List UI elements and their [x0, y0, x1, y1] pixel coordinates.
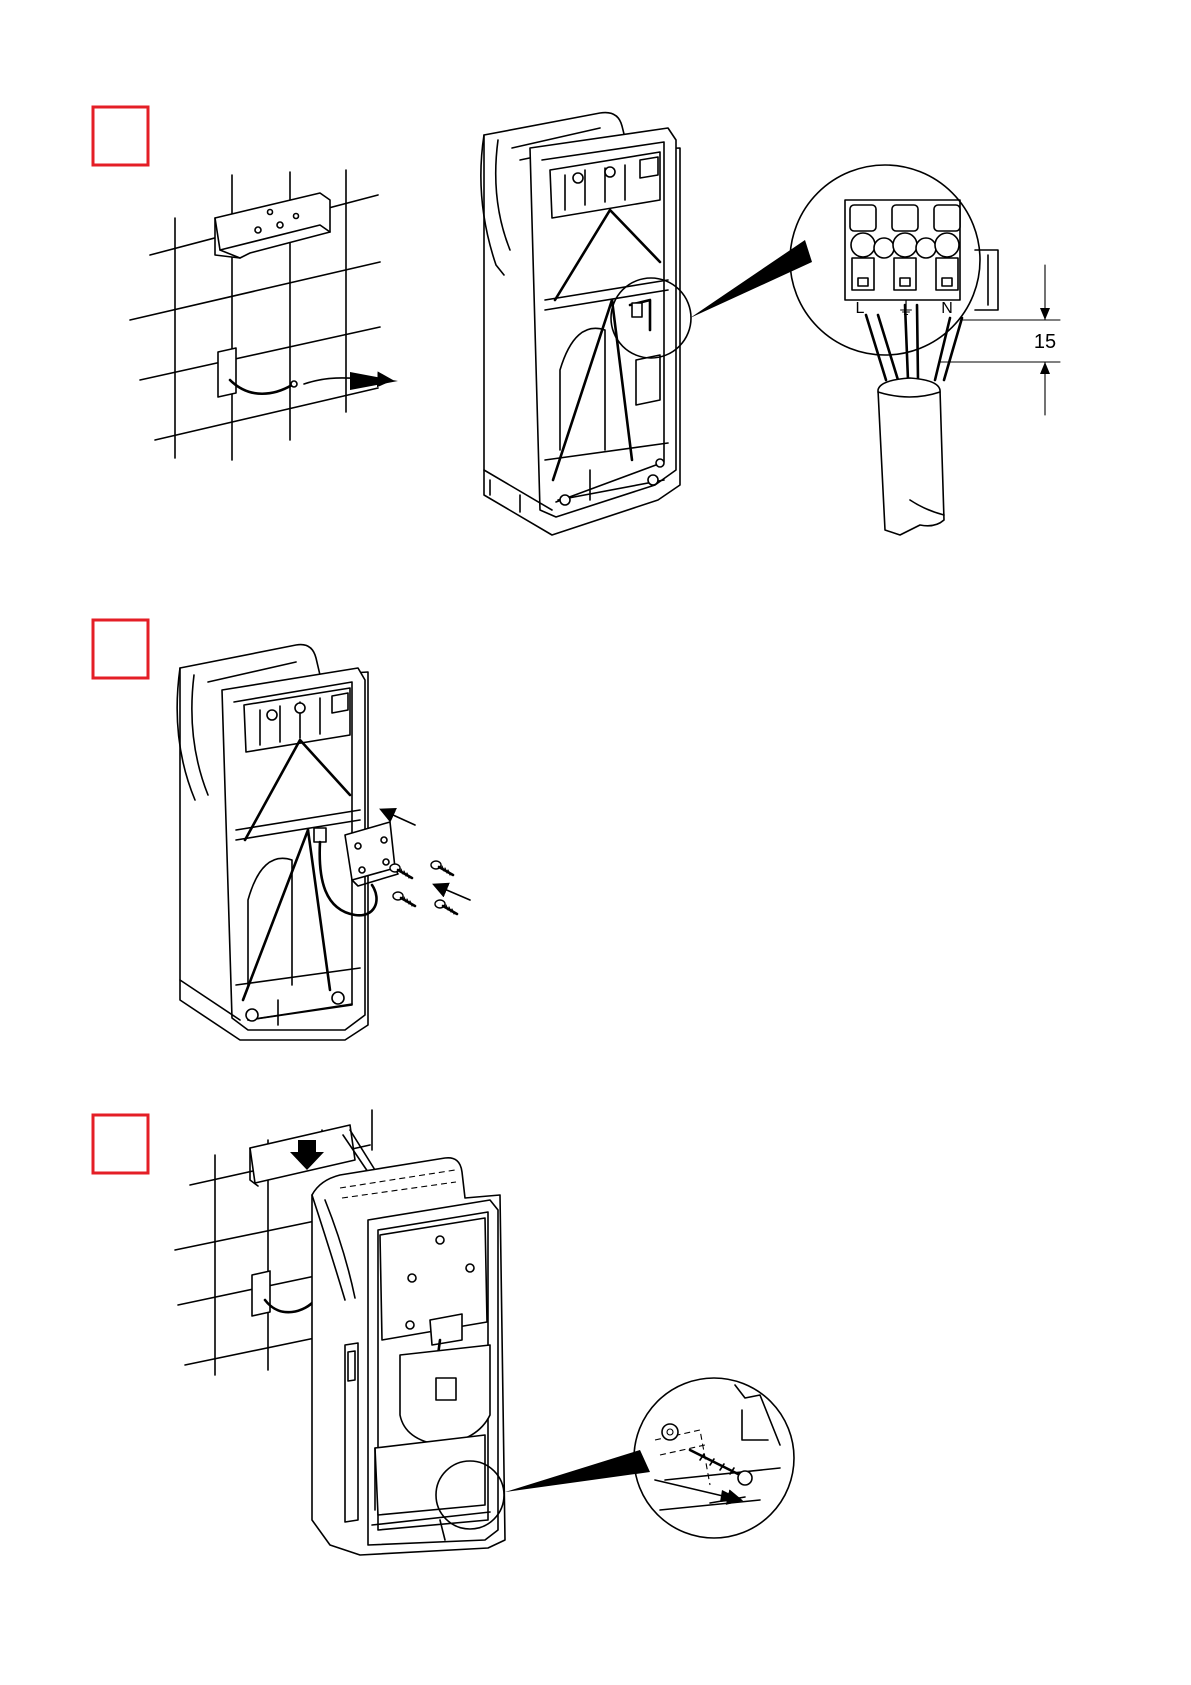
- step3-callout-wedge: [505, 1450, 650, 1492]
- terminal-label-line: L: [856, 300, 865, 317]
- step-box-2: [93, 620, 148, 678]
- step2-screws: [390, 861, 457, 914]
- step2-arrow-lower: [435, 885, 470, 900]
- terminal-label-earth: ⏚: [897, 299, 915, 319]
- step-box-3: [93, 1115, 148, 1173]
- step1-terminal-detail: [790, 165, 998, 535]
- step3-dryer-front: [312, 1158, 505, 1555]
- step3-screw-detail: [634, 1378, 794, 1538]
- terminal-label-neutral: N: [941, 300, 953, 317]
- step1-callout-wedge: [690, 240, 812, 318]
- strip-length-value: 15: [1034, 331, 1056, 353]
- step-box-1: [93, 107, 148, 165]
